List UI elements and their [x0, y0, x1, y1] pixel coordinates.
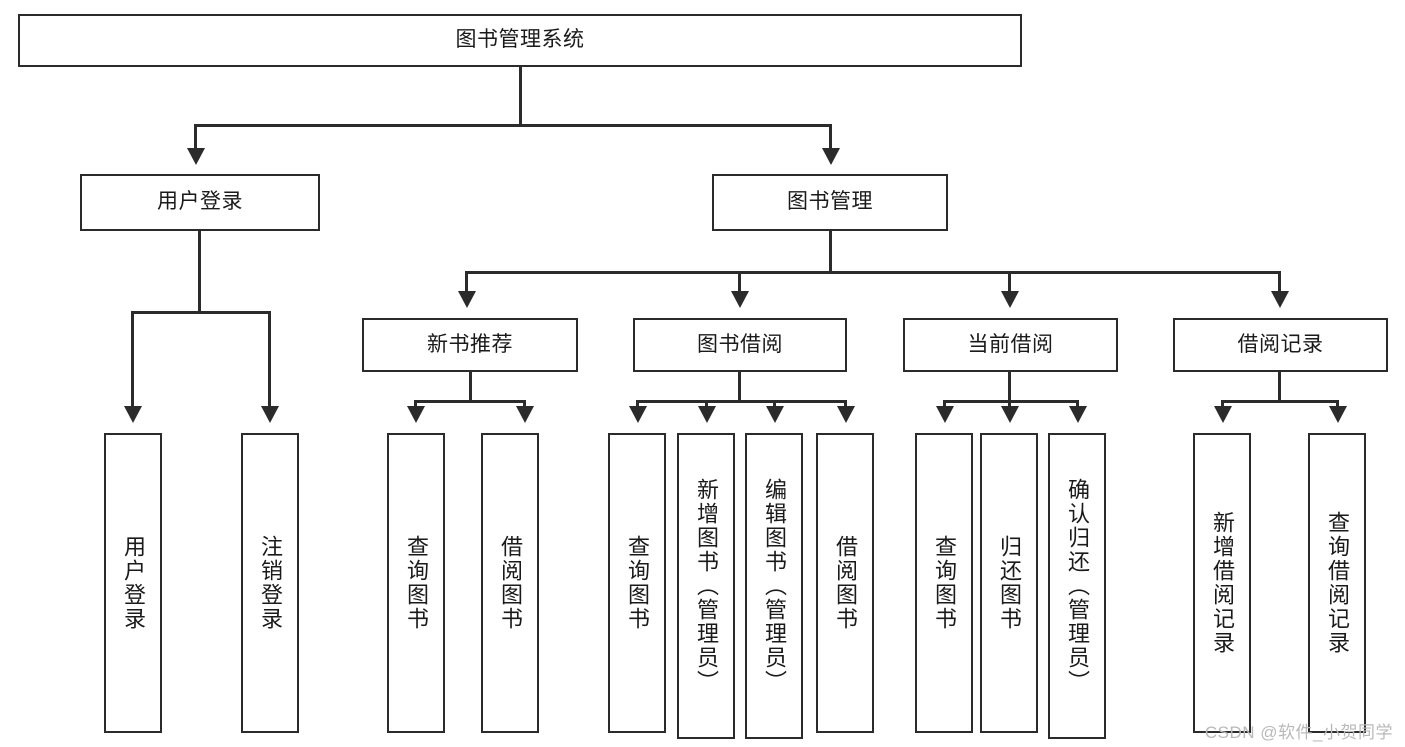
node-label: 借阅图书	[497, 535, 523, 631]
arrowhead-cb-leaf-2	[1001, 406, 1019, 423]
connector-cb-trunk	[1008, 372, 1011, 402]
node-label: 图书借阅	[697, 332, 783, 356]
leaf-book-borrow-borrow-book[interactable]: 借阅图书	[816, 433, 874, 733]
connector-bm-to-book-borrow	[738, 271, 741, 293]
leaf-book-borrow-edit-book-admin[interactable]: 编辑图书（管理员）	[745, 433, 803, 739]
connector-book-management-trunk	[829, 231, 832, 273]
arrowhead-bb-leaf-3	[766, 406, 784, 423]
leaf-user-login-login[interactable]: 用户登录	[104, 433, 162, 733]
node-label: 查询图书	[931, 535, 957, 631]
leaf-user-login-logout[interactable]: 注销登录	[241, 433, 299, 733]
node-label: 确认归还（管理员）	[1064, 478, 1090, 694]
leaf-borrow-record-query-record[interactable]: 查询借阅记录	[1308, 433, 1366, 733]
arrowhead-nbr-leaf-2	[516, 406, 534, 423]
node-label: 查询图书	[624, 535, 650, 631]
connector-root-trunk	[519, 67, 522, 125]
connector-bb-to-leaf-3	[773, 400, 776, 408]
node-label: 借阅记录	[1237, 332, 1324, 356]
leaf-borrow-record-add-record[interactable]: 新增借阅记录	[1193, 433, 1251, 733]
arrowhead-user-login-leaf-2	[261, 406, 279, 423]
connector-user-login-to-leaf-1	[131, 311, 134, 408]
node-label: 编辑图书（管理员）	[761, 478, 787, 694]
node-label: 新增图书（管理员）	[693, 478, 719, 694]
connector-bb-to-leaf-2	[705, 400, 708, 408]
connector-bm-to-borrow-record	[1278, 271, 1281, 293]
connector-root-bar	[194, 124, 832, 127]
node-label: 归还图书	[996, 535, 1022, 631]
connector-bb-to-leaf-4	[844, 400, 847, 408]
node-root-book-management-system[interactable]: 图书管理系统	[18, 14, 1022, 67]
node-label: 用户登录	[157, 190, 243, 214]
arrowhead-br-leaf-2	[1329, 406, 1347, 423]
arrowhead-cb-leaf-3	[1069, 406, 1087, 423]
connector-bm-to-new-book	[465, 271, 468, 293]
arrowhead-bm-to-current-borrow	[1001, 291, 1019, 308]
arrowhead-bm-to-book-borrow	[731, 291, 749, 308]
connector-br-trunk	[1278, 372, 1281, 402]
connector-cb-to-leaf-1	[943, 400, 946, 408]
node-label: 用户登录	[120, 535, 146, 631]
leaf-current-borrow-confirm-return-admin[interactable]: 确认归还（管理员）	[1048, 433, 1106, 739]
connector-bb-trunk	[738, 372, 741, 402]
node-label: 注销登录	[257, 535, 283, 631]
node-new-book-recommend[interactable]: 新书推荐	[362, 318, 578, 372]
node-borrow-record[interactable]: 借阅记录	[1173, 318, 1388, 372]
leaf-new-book-query-book[interactable]: 查询图书	[387, 433, 445, 733]
connector-user-login-trunk	[198, 231, 201, 313]
connector-user-login-bar	[131, 311, 270, 314]
arrowhead-bb-leaf-1	[629, 406, 647, 423]
connector-root-to-user-login	[194, 124, 197, 150]
connector-user-login-to-leaf-2	[268, 311, 271, 408]
node-user-login[interactable]: 用户登录	[80, 174, 320, 231]
connector-cb-to-leaf-2	[1008, 400, 1011, 408]
arrowhead-user-login-leaf-1	[124, 406, 142, 423]
arrowhead-bm-to-new-book	[458, 291, 476, 308]
csdn-watermark: CSDN @软件_小贺同学	[1204, 723, 1393, 742]
connector-root-to-book-management	[829, 124, 832, 150]
connector-cb-to-leaf-3	[1076, 400, 1079, 408]
arrowhead-root-to-book-management	[822, 148, 840, 165]
leaf-book-borrow-add-book-admin[interactable]: 新增图书（管理员）	[677, 433, 735, 739]
arrowhead-bb-leaf-4	[837, 406, 855, 423]
node-label: 新书推荐	[427, 332, 513, 356]
node-book-borrow[interactable]: 图书借阅	[633, 318, 847, 372]
connector-br-bar	[1221, 400, 1338, 403]
leaf-current-borrow-query-book[interactable]: 查询图书	[915, 433, 973, 733]
arrowhead-bb-leaf-2	[698, 406, 716, 423]
node-label: 借阅图书	[832, 535, 858, 631]
connector-nbr-bar	[414, 400, 525, 403]
node-label: 新增借阅记录	[1209, 511, 1235, 655]
arrowhead-root-to-user-login	[187, 148, 205, 165]
connector-br-to-leaf-1	[1221, 400, 1224, 408]
node-book-management[interactable]: 图书管理	[712, 174, 948, 231]
connector-bb-bar	[636, 400, 846, 403]
node-current-borrow[interactable]: 当前借阅	[903, 318, 1118, 372]
arrowhead-br-leaf-1	[1214, 406, 1232, 423]
connector-book-management-bar	[465, 271, 1281, 274]
leaf-book-borrow-query-book[interactable]: 查询图书	[608, 433, 666, 733]
arrowhead-bm-to-borrow-record	[1271, 291, 1289, 308]
arrowhead-nbr-leaf-1	[407, 406, 425, 423]
connector-bb-to-leaf-1	[636, 400, 639, 408]
leaf-new-book-borrow-book[interactable]: 借阅图书	[481, 433, 539, 733]
node-label: 图书管理	[787, 190, 873, 214]
node-label: 当前借阅	[967, 332, 1054, 356]
connector-bm-to-current-borrow	[1008, 271, 1011, 293]
node-label: 查询图书	[403, 535, 429, 631]
connector-nbr-to-leaf-2	[523, 400, 526, 408]
node-label: 查询借阅记录	[1324, 511, 1350, 655]
node-label: 图书管理系统	[455, 28, 585, 52]
connector-br-to-leaf-2	[1336, 400, 1339, 408]
connector-nbr-trunk	[469, 372, 472, 402]
arrowhead-cb-leaf-1	[936, 406, 954, 423]
leaf-current-borrow-return-book[interactable]: 归还图书	[980, 433, 1038, 733]
connector-nbr-to-leaf-1	[414, 400, 417, 408]
